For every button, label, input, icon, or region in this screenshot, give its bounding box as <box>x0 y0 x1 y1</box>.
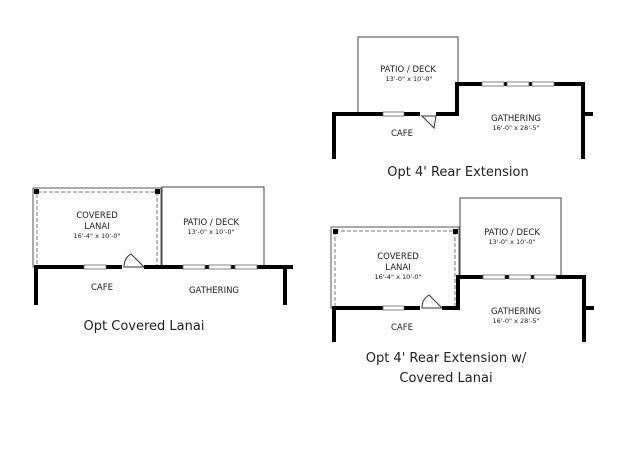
plan-caption-line2: Covered Lanai <box>399 371 492 386</box>
door-swing <box>123 253 146 268</box>
plan-caption-line1: Opt 4' Rear Extension w/ <box>366 351 527 366</box>
lanai-post <box>34 189 39 194</box>
window <box>508 274 532 280</box>
cafe-label: CAFE <box>391 323 413 333</box>
lanai-post <box>453 229 458 234</box>
window <box>531 81 555 87</box>
lanai-label-line2: LANAI <box>84 222 109 232</box>
covered-lanai-outline <box>32 187 162 268</box>
window <box>182 264 206 270</box>
plan-rear-extension: PATIO / DECK 13'-0" x 10'-0" CAFE GATHER… <box>332 36 593 180</box>
patio-label: PATIO / DECK <box>183 218 239 228</box>
gathering-label: GATHERING <box>189 286 239 296</box>
lanai-post <box>333 229 338 234</box>
lanai-label-line1: COVERED <box>76 211 118 221</box>
door-swing <box>420 115 437 130</box>
patio-dimensions: 13'-0" x 10'-0" <box>385 75 432 83</box>
lanai-post <box>155 189 160 194</box>
plan-caption: Opt 4' Rear Extension <box>387 165 528 180</box>
patio-label: PATIO / DECK <box>380 65 436 75</box>
window <box>533 274 557 280</box>
gathering-label: GATHERING <box>491 114 541 124</box>
plan-covered-lanai: COVERED LANAI 16'-4" x 10'-0" PATIO / DE… <box>32 186 293 334</box>
patio-dimensions: 13'-0" x 10'-0" <box>488 238 535 246</box>
gathering-dimensions: 16'-0" x 28'-5" <box>492 317 539 325</box>
plan-caption: Opt Covered Lanai <box>84 319 205 334</box>
cafe-label: CAFE <box>91 283 113 293</box>
lanai-dimensions: 16'-4" x 10'-0" <box>73 232 120 240</box>
lanai-dimensions: 16'-4" x 10'-0" <box>374 273 421 281</box>
cafe-label: CAFE <box>391 129 413 139</box>
window <box>481 81 505 87</box>
window <box>208 264 232 270</box>
gathering-dimensions: 16'-0" x 28'-5" <box>492 124 539 132</box>
window <box>382 305 405 311</box>
window <box>234 264 258 270</box>
window <box>382 111 405 117</box>
gathering-label: GATHERING <box>491 307 541 317</box>
exterior-wall <box>332 82 585 159</box>
exterior-wall <box>34 265 293 305</box>
door-swing <box>421 294 444 309</box>
window <box>482 274 506 280</box>
covered-lanai-outline <box>330 226 460 309</box>
lanai-label-line1: COVERED <box>377 252 419 262</box>
lanai-label-line2: LANAI <box>385 263 410 273</box>
exterior-wall <box>332 275 586 342</box>
patio-dimensions: 13'-0" x 10'-0" <box>187 228 234 236</box>
patio-label: PATIO / DECK <box>484 228 540 238</box>
plan-rear-extension-covered-lanai: COVERED LANAI 16'-4" x 10'-0" PATIO / DE… <box>330 197 594 386</box>
lanai-dashed-outline <box>334 230 456 309</box>
window <box>83 264 107 270</box>
window <box>506 81 530 87</box>
